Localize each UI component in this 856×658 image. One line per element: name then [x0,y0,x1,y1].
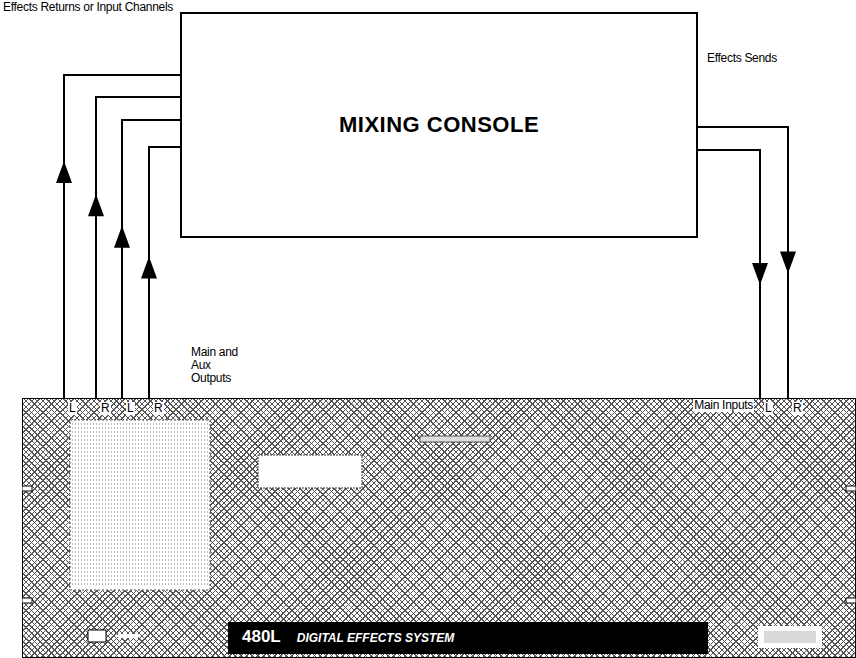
signal-connector [56,75,180,398]
grille-slot [72,512,208,513]
grille-slot [72,516,208,517]
outputs-label: Main and Aux Outputs [190,346,252,385]
grille-slot [72,528,208,529]
channel-label: R [792,402,803,415]
grille-slot [72,448,208,449]
grille-slot [72,536,208,537]
grille-slot [72,472,208,473]
grille-slot [72,440,208,441]
grille-slot [72,452,208,453]
rack-ear-notch [846,598,856,603]
signal-connector [114,120,180,398]
grille-slot [72,468,208,469]
console-title: MIXING CONSOLE [339,112,539,138]
grille-slot [72,444,208,445]
grille-slot [72,520,208,521]
slot [420,436,490,442]
channel-label: R [100,402,111,415]
grille-slot [72,532,208,533]
grille-slot [72,584,208,585]
signal-connector [141,147,180,398]
channel-label: L [126,402,135,415]
grille-slot [72,556,208,557]
rack-outline [23,399,856,658]
channel-label: L [68,402,77,415]
signal-connector [698,150,768,398]
arrowhead [88,194,104,216]
grille-slot [72,464,208,465]
returns-label: Effects Returns or Input Channels [2,1,180,14]
grille-slot [72,560,208,561]
model-number: 480L [242,627,281,647]
grille-slot [72,496,208,497]
rack-ear-notch [846,486,856,491]
grille-slot [72,428,208,429]
grille-slot [72,524,208,525]
grille-slot [72,580,208,581]
grille-slot [72,484,208,485]
sends-label: Effects Sends [706,52,848,65]
grille-slot [72,432,208,433]
grille-slot [72,544,208,545]
logo-block [758,626,822,648]
signal-line [96,97,180,398]
name-band [228,622,708,654]
effects-unit-rack: 480L DIGITAL EFFECTS SYSTEM [22,398,856,658]
arrowhead [56,161,72,183]
front-panel-art [22,398,856,658]
arrowhead [141,256,157,278]
signal-connector [88,97,180,398]
power-indicator [118,634,138,638]
signal-line [698,150,760,398]
signal-line [698,127,788,398]
grille-slot [72,424,208,425]
mixing-console-box: MIXING CONSOLE [180,12,698,238]
grille-slot [72,456,208,457]
grille-slot [72,572,208,573]
grille-slot [72,460,208,461]
arrowhead [114,226,130,248]
grille-slot [72,500,208,501]
grille-slot [72,476,208,477]
grille-slot [72,508,208,509]
grille-slot [72,548,208,549]
grille-slot [72,492,208,493]
model-name: DIGITAL EFFECTS SYSTEM [297,631,455,645]
rack-ear-notch [22,598,32,603]
display-window [258,455,362,488]
grille-slot [72,576,208,577]
signal-connector [698,127,796,398]
channel-label: R [153,402,164,415]
inputs-label: Main Inputs [693,399,754,412]
signal-line [64,75,180,398]
channel-label: L [764,402,773,415]
power-switch [88,630,106,642]
grille-slot [72,540,208,541]
arrowhead [752,263,768,285]
grille-slot [72,488,208,489]
grille-slot [72,552,208,553]
vent-grille [70,420,210,590]
grille-slot [72,504,208,505]
logo-mark [764,631,816,643]
grille-slot [72,568,208,569]
signal-line [122,120,180,398]
grille-slot [72,436,208,437]
grille-slot [72,480,208,481]
arrowhead [780,252,796,274]
grille-slot [72,564,208,565]
rack-ear-notch [22,486,32,491]
